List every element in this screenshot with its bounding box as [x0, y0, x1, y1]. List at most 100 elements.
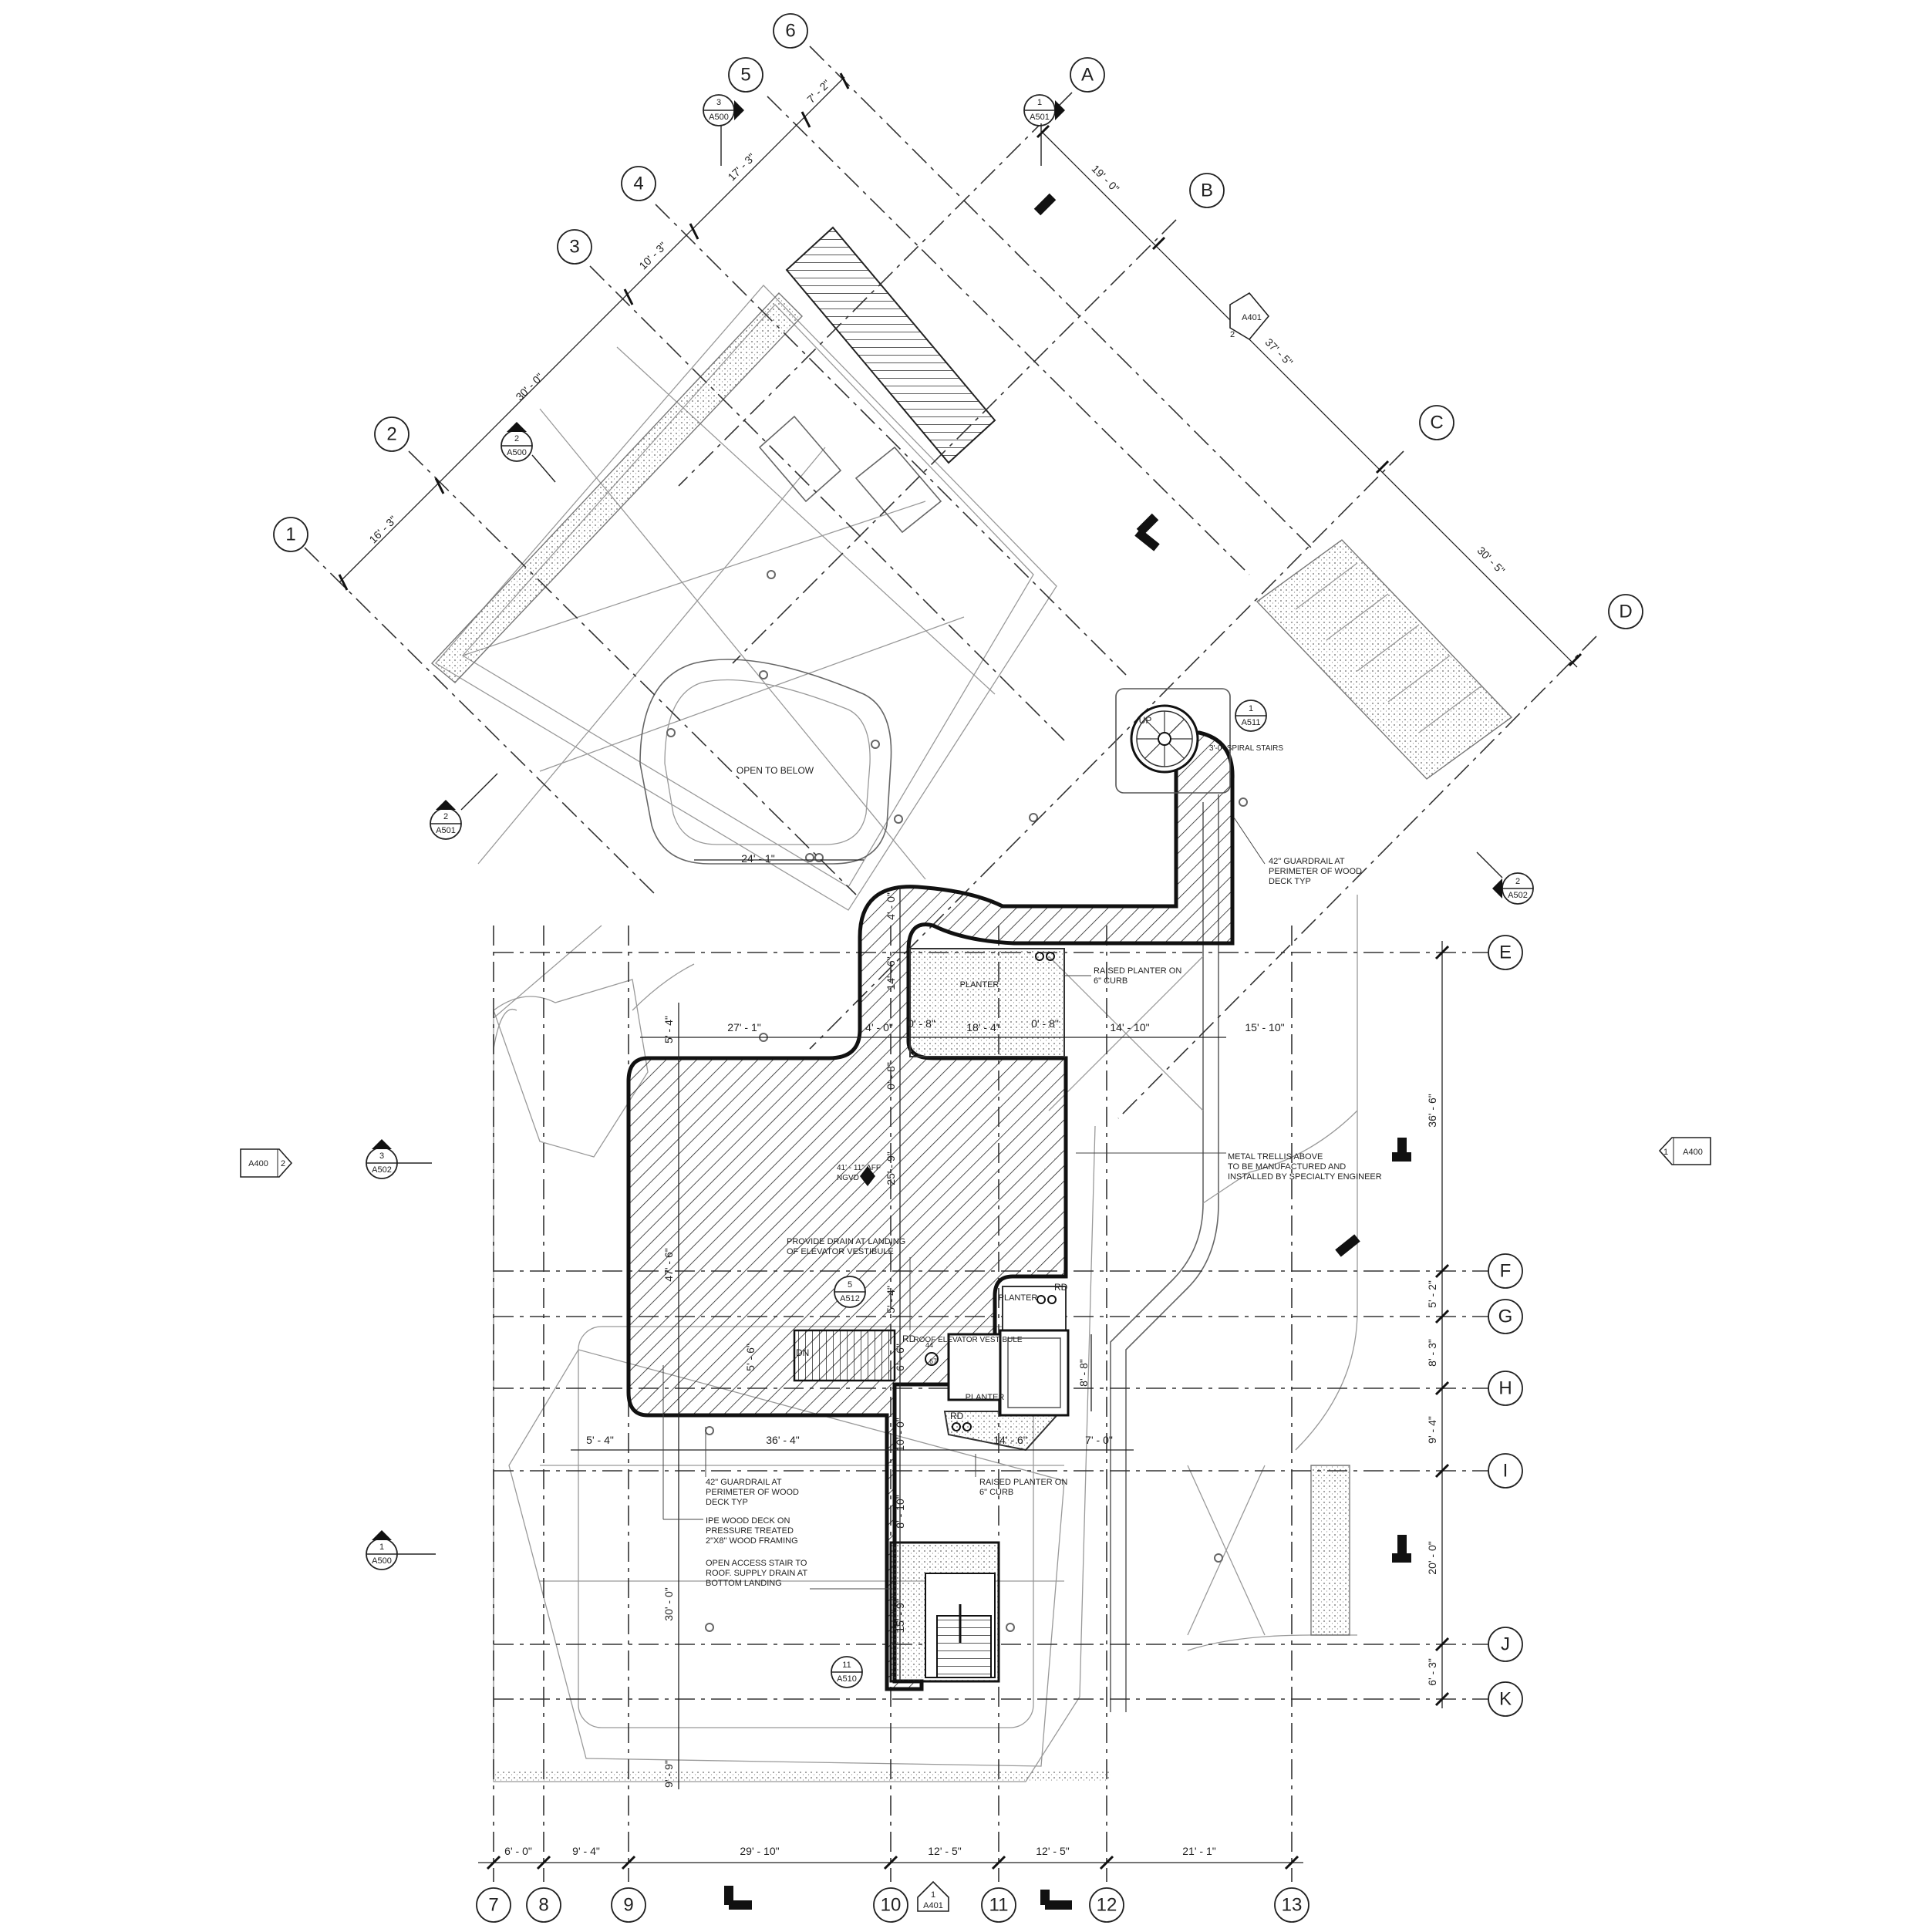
dim-0-8a: 0' - 8"	[908, 1017, 935, 1030]
grid-bubble-5: 5	[740, 65, 750, 86]
svg-text:A401: A401	[1242, 313, 1262, 322]
spiral-stair	[1115, 688, 1231, 794]
dim-10-0: 10' - 0"	[894, 1418, 906, 1451]
section-tag-1-a500: 1 A500	[366, 1530, 436, 1570]
dim-4-0v: 4' - 0"	[885, 892, 897, 920]
dim-bottom-2: 29' - 10"	[740, 1845, 779, 1857]
section-tag-2-a502: 2 A502	[1476, 851, 1534, 905]
dim-right-5: 6' - 3"	[1426, 1658, 1438, 1686]
door-number-44: 44	[925, 1341, 933, 1349]
dim-diag-num-1: 30' - 0"	[513, 370, 545, 403]
dim-24-1: 24' - 1"	[741, 852, 774, 865]
annotation-notes: 42" GUARDRAIL AT PERIMETER OF WOOD DECK …	[662, 817, 1382, 1590]
up-label: UP	[1139, 715, 1152, 726]
svg-text:BOTTOM LANDING: BOTTOM LANDING	[706, 1579, 782, 1588]
grid-bubble-D: D	[1619, 602, 1632, 622]
dim-right-1: 5' - 2"	[1426, 1280, 1438, 1308]
svg-text:6" CURB: 6" CURB	[1094, 976, 1127, 986]
svg-text:1: 1	[379, 1543, 384, 1552]
svg-text:2: 2	[281, 1159, 285, 1168]
dim-diag-num-2: 10' - 3"	[636, 239, 669, 271]
dim-14-6: 14' - 6"	[993, 1434, 1026, 1446]
svg-text:TO BE MANUFACTURED AND: TO BE MANUFACTURED AND	[1228, 1162, 1346, 1172]
svg-text:RAISED PLANTER ON: RAISED PLANTER ON	[1094, 966, 1181, 976]
dim-bottom-3: 12' - 5"	[928, 1845, 961, 1857]
svg-text:6" CURB: 6" CURB	[979, 1488, 1013, 1497]
svg-text:A510: A510	[837, 1674, 857, 1684]
wood-deck	[626, 730, 1235, 1691]
grid-bubble-J: J	[1501, 1634, 1510, 1655]
dim-diag-let-2: 30' - 5"	[1475, 544, 1508, 576]
planter-label-top: PLANTER	[960, 980, 999, 990]
grid-bubble-H: H	[1498, 1378, 1512, 1399]
section-tag-3-a500: 3 A500	[703, 94, 744, 166]
dim-47-6: 47' - 6"	[662, 1248, 675, 1281]
dimension-lines	[338, 72, 1583, 1870]
elevation-tag-2-a400: A400 2	[240, 1148, 293, 1178]
svg-text:1: 1	[1663, 1148, 1668, 1157]
dim-14-6v: 14' - 6"	[885, 956, 897, 990]
svg-text:DECK TYP: DECK TYP	[1269, 877, 1311, 886]
svg-text:A500: A500	[709, 113, 729, 122]
spiral-stair-label: 3'-0" SPIRAL STAIRS	[1209, 744, 1283, 753]
elevation-tag-1-a401: 1 A401	[917, 1880, 949, 1912]
svg-text:2: 2	[1515, 877, 1520, 886]
dim-7-0: 7' - 0"	[1085, 1434, 1113, 1446]
dim-4-0: 4' - 0"	[865, 1021, 893, 1033]
section-tag-2-a501: 2 A501	[430, 773, 498, 840]
svg-text:A400: A400	[1683, 1148, 1703, 1157]
dim-36-4: 36' - 4"	[766, 1434, 799, 1446]
dn-label: DN	[796, 1347, 809, 1358]
svg-text:DECK TYP: DECK TYP	[706, 1498, 748, 1507]
svg-text:PRESSURE TREATED: PRESSURE TREATED	[706, 1526, 794, 1536]
grid-bubble-3: 3	[569, 237, 579, 258]
svg-text:3: 3	[716, 98, 721, 107]
section-tag-2-a500: 2 A500	[501, 422, 556, 483]
elevation-ngvd-label: NGVD	[837, 1174, 859, 1182]
dim-9-9: 9' - 9"	[662, 1760, 675, 1788]
grid-bubble-9: 9	[623, 1895, 633, 1916]
section-tag-5-a512: 5 A512	[834, 1276, 866, 1308]
svg-text:A400: A400	[248, 1159, 268, 1168]
svg-text:42" GUARDRAIL AT: 42" GUARDRAIL AT	[706, 1478, 782, 1487]
elevation-tag-1-a400: 1 A400	[1658, 1137, 1711, 1165]
grid-bubble-G: G	[1498, 1307, 1513, 1327]
grid-bubble-F: F	[1500, 1261, 1512, 1282]
dim-25-9: 25' - 9"	[885, 1151, 897, 1185]
grid-bubble-10: 10	[881, 1895, 902, 1916]
dim-diag-num-3: 17' - 3"	[725, 150, 757, 183]
elevation-aff-label: 41' - 11" AFF	[837, 1164, 881, 1172]
dim-diag-num-4: 7' - 2"	[804, 77, 833, 106]
dim-diag-let-0: 19' - 0"	[1090, 162, 1122, 194]
svg-text:INSTALLED BY SPECIALTY ENGINEE: INSTALLED BY SPECIALTY ENGINEER	[1228, 1172, 1382, 1182]
dim-5-6: 5' - 6"	[744, 1344, 757, 1371]
dim-14-10: 14' - 10"	[1110, 1021, 1149, 1033]
svg-text:OPEN ACCESS STAIR TO: OPEN ACCESS STAIR TO	[706, 1559, 807, 1568]
svg-text:METAL TRELLIS ABOVE: METAL TRELLIS ABOVE	[1228, 1152, 1323, 1162]
dim-diag-let-1: 37' - 5"	[1263, 335, 1296, 368]
svg-text:RAISED PLANTER ON: RAISED PLANTER ON	[979, 1478, 1067, 1487]
svg-text:A501: A501	[1030, 113, 1050, 122]
dim-5-4v: 5' - 4"	[662, 1016, 675, 1044]
grid-bubble-7: 7	[488, 1895, 498, 1916]
open-to-below-label: OPEN TO BELOW	[736, 765, 814, 776]
svg-text:PERIMETER OF WOOD: PERIMETER OF WOOD	[1269, 867, 1362, 876]
svg-text:11: 11	[842, 1661, 851, 1670]
planter-label-low: PLANTER	[966, 1393, 1005, 1402]
dim-right-0: 36' - 6"	[1426, 1094, 1438, 1127]
grid-bubble-K: K	[1499, 1689, 1512, 1710]
grid-bubble-11: 11	[989, 1895, 1009, 1916]
dim-15-9: 15' - 9"	[894, 1599, 906, 1632]
dim-diag-num-0: 16' - 3"	[366, 513, 399, 545]
dim-5-4s: 5' - 4"	[885, 1286, 897, 1313]
rd-label-2: RD	[902, 1334, 916, 1344]
svg-text:2: 2	[1230, 330, 1235, 339]
dim-5-4: 5' - 4"	[586, 1434, 614, 1446]
rd-label-3: RD	[950, 1411, 964, 1421]
svg-text:A502: A502	[1508, 891, 1528, 900]
svg-text:1: 1	[1249, 704, 1253, 713]
svg-text:A502: A502	[372, 1165, 392, 1175]
svg-text:5: 5	[848, 1280, 852, 1290]
svg-text:1: 1	[1037, 98, 1042, 107]
